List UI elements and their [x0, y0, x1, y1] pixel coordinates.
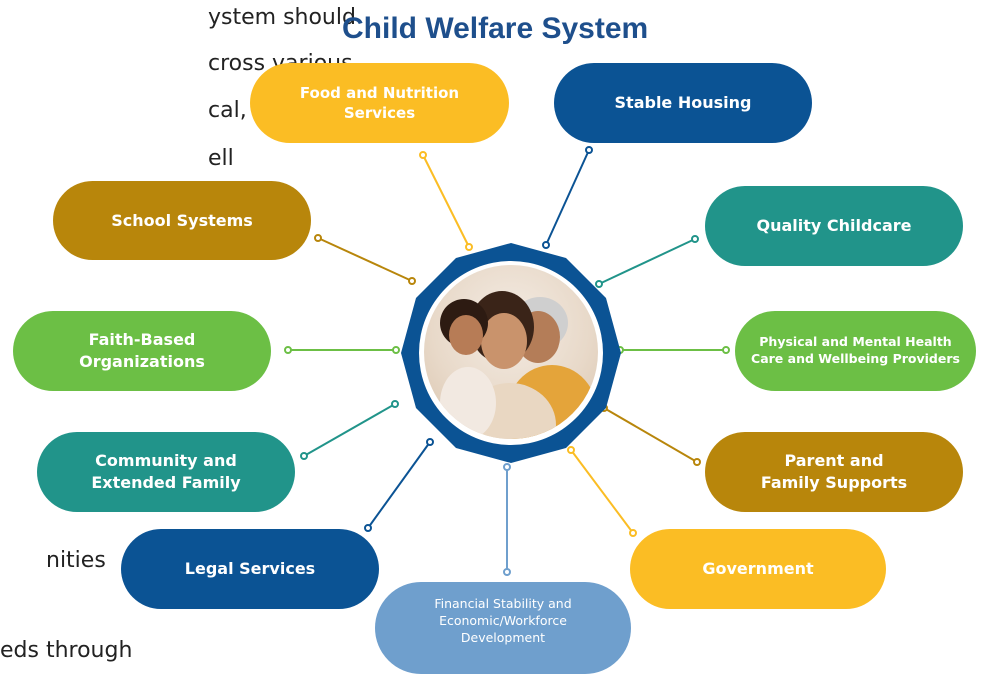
diagram-title: Child Welfare System [342, 12, 649, 45]
node-health-wellbeing-providers: Physical and Mental Health Care and Well… [735, 311, 976, 391]
node-quality-childcare: Quality Childcare [705, 186, 963, 266]
node-community-extended-family: Community and Extended Family [37, 432, 295, 512]
node-school-systems: School Systems [53, 181, 311, 260]
side-text-line: eds through [0, 638, 133, 663]
side-text-line: ystem should [208, 5, 356, 30]
side-text-line: ell [208, 146, 234, 171]
node-parent-family-supports: Parent and Family Supports [705, 432, 963, 512]
node-stable-housing: Stable Housing [554, 63, 812, 143]
node-government: Government [630, 529, 886, 609]
node-financial-stability: Financial Stability and Economic/Workfor… [375, 582, 631, 674]
node-faith-based-organizations: Faith-Based Organizations [13, 311, 271, 391]
connector-lines [284, 146, 730, 576]
family-photo [424, 265, 598, 439]
node-legal-services: Legal Services [121, 529, 379, 609]
node-food-nutrition-services: Food and Nutrition Services [250, 63, 509, 143]
side-text-line: nities [46, 548, 106, 573]
